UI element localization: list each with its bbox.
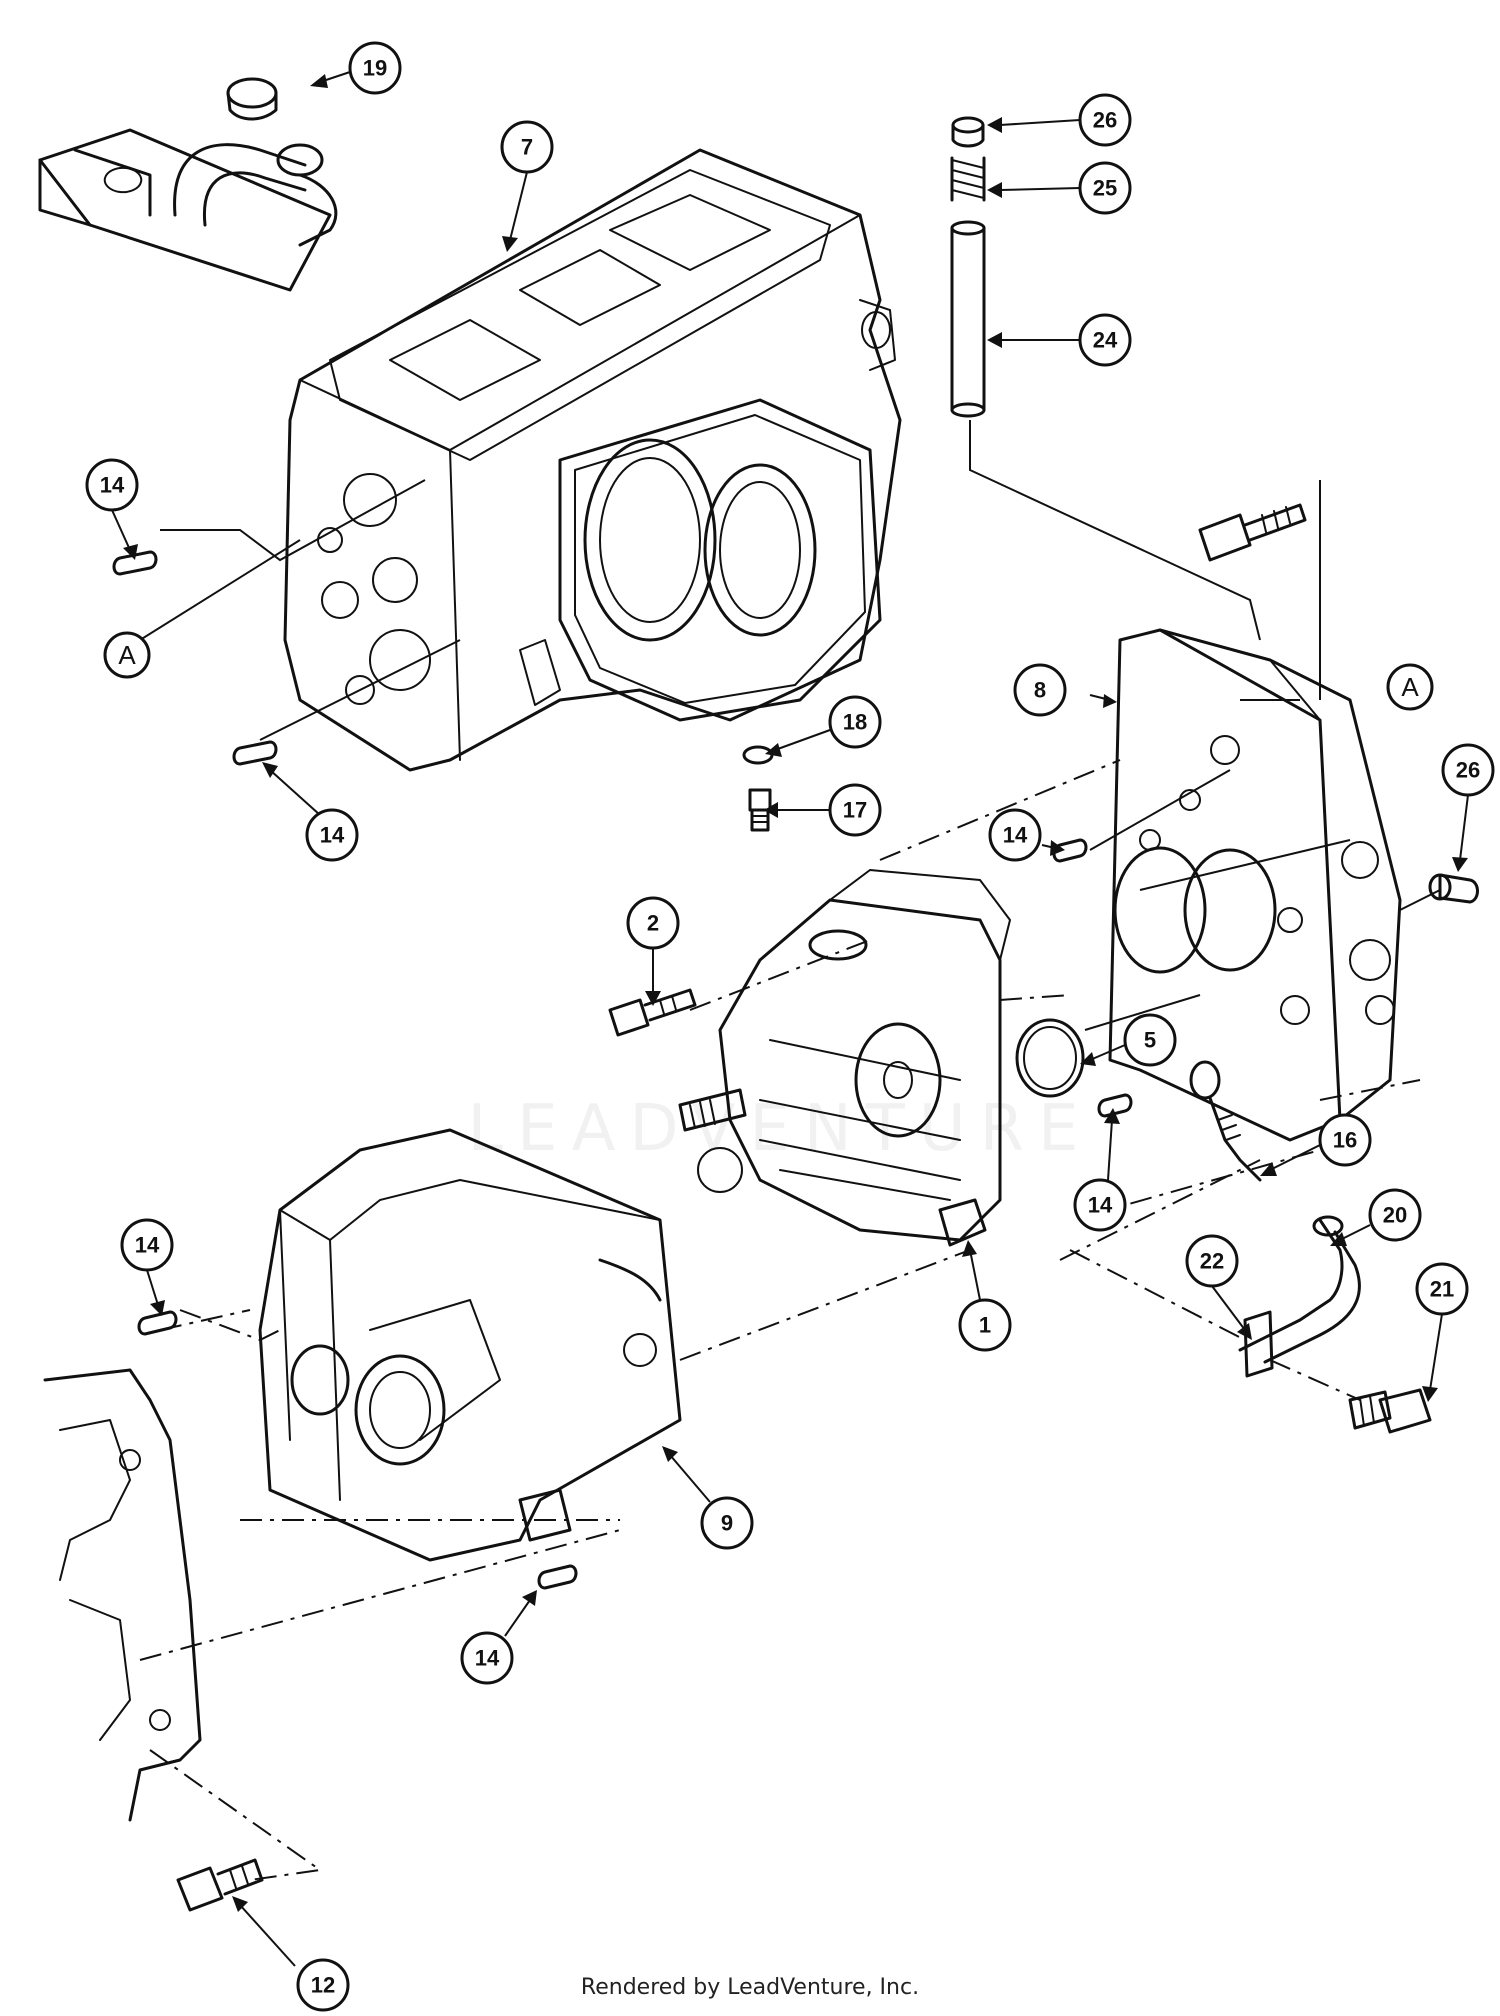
bolt-part-12 [176,1858,264,1912]
watermark: LEADVENTURE [468,1092,1093,1166]
callout-12: 12 [296,1958,350,2012]
callout-21: 21 [1415,1262,1469,1316]
valve-pin-assembly [950,116,986,418]
callout-8: 8 [1013,663,1067,717]
svg-text:14: 14 [320,823,345,848]
callout-26-right: 26 [1441,743,1495,797]
callout-7: 7 [500,120,554,174]
bolt-part-21 [1348,1388,1432,1434]
callout-22: 22 [1185,1234,1239,1288]
svg-text:17: 17 [843,798,867,823]
svg-text:7: 7 [521,135,533,160]
callout-14-f: 14 [460,1631,514,1685]
washer-and-bolt [742,745,774,832]
plug-right [1428,873,1479,904]
reference-marker-a-left: A [103,631,151,679]
callout-leaders [111,71,1469,1967]
svg-text:24: 24 [1093,328,1118,353]
svg-text:5: 5 [1144,1028,1156,1053]
transmission-case [283,148,902,772]
callout-14-d: 14 [1073,1178,1127,1232]
callout-9: 9 [700,1496,754,1550]
callout-20: 20 [1368,1188,1422,1242]
footer-credit: Rendered by LeadVenture, Inc. [580,1975,920,2000]
svg-text:16: 16 [1333,1128,1357,1153]
alignment-lines [139,420,1441,1881]
svg-text:A: A [118,640,136,670]
oil-tube [1238,1215,1361,1378]
hydraulic-pump [678,869,1011,1247]
callout-5: 5 [1123,1013,1177,1067]
bolt-upper [1198,503,1307,562]
callout-2: 2 [626,896,680,950]
svg-text:14: 14 [475,1646,500,1671]
svg-text:20: 20 [1383,1203,1407,1228]
callout-18: 18 [828,695,882,749]
svg-text:2: 2 [647,911,659,936]
callout-17: 17 [828,783,882,837]
callout-14-b: 14 [305,808,359,862]
front-housing [258,1128,682,1562]
callout-25: 25 [1078,161,1132,215]
dowel-pins [112,550,1133,1590]
svg-text:8: 8 [1034,678,1046,703]
callout-16: 16 [1318,1113,1372,1167]
callout-1: 1 [958,1298,1012,1352]
svg-text:21: 21 [1430,1277,1454,1302]
callout-19: 19 [348,41,402,95]
svg-text:14: 14 [135,1233,160,1258]
fill-tube-assembly [38,77,338,292]
callout-14-e: 14 [120,1218,174,1272]
svg-text:1: 1 [979,1313,991,1338]
svg-text:A: A [1401,672,1419,702]
callout-26-top: 26 [1078,93,1132,147]
callout-14-a: 14 [85,458,139,512]
o-ring [1015,1018,1085,1098]
svg-text:14: 14 [1003,823,1028,848]
callout-24: 24 [1078,313,1132,367]
callout-14-c: 14 [988,808,1042,862]
svg-text:19: 19 [363,56,387,81]
svg-text:14: 14 [100,473,125,498]
svg-text:22: 22 [1200,1249,1224,1274]
svg-text:9: 9 [721,1511,733,1536]
reference-marker-a-right: A [1386,663,1434,711]
dipstick [1189,1060,1262,1182]
svg-text:14: 14 [1088,1193,1113,1218]
svg-text:12: 12 [311,1973,335,1998]
engine-block-partial [43,1368,202,1822]
svg-text:26: 26 [1456,758,1480,783]
svg-text:18: 18 [843,710,867,735]
svg-text:26: 26 [1093,108,1117,133]
svg-text:25: 25 [1093,176,1117,201]
bolt-part-2 [608,988,697,1037]
